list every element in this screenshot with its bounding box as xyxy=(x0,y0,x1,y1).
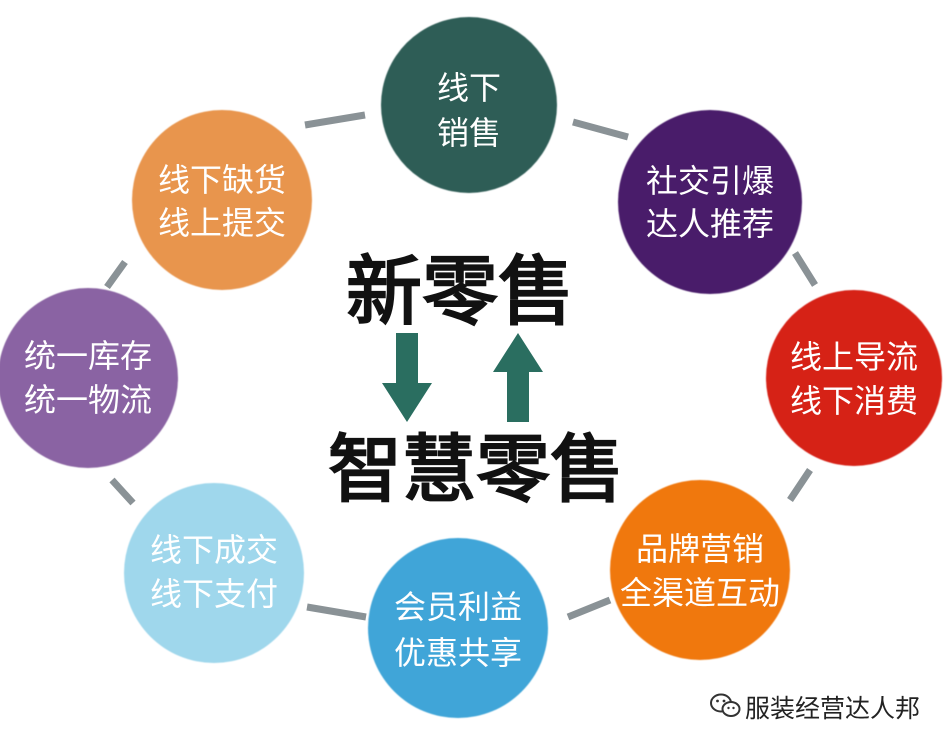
connectors xyxy=(104,111,818,621)
node-label-line1: 线下 xyxy=(437,69,501,107)
watermark: 服装经营达人邦 xyxy=(710,693,920,723)
node-label-line2: 全渠道互动 xyxy=(620,574,780,612)
node-online-guide: 线上导流 线下消费 xyxy=(766,290,942,466)
node-label-line2: 线下消费 xyxy=(790,382,918,420)
node-label-line1: 品牌营销 xyxy=(636,530,764,568)
watermark-text: 服装经营达人邦 xyxy=(745,694,920,723)
center-title-smart-retail: 智慧零售 xyxy=(328,427,624,513)
node-label-line1: 社交引爆 xyxy=(646,162,774,200)
connector-2 xyxy=(572,118,629,141)
node-circle xyxy=(132,110,312,290)
node-label-line1: 统一库存 xyxy=(24,337,152,375)
node-circle xyxy=(381,17,557,193)
node-label-line2: 销售 xyxy=(437,114,501,152)
node-label-line2: 统一物流 xyxy=(24,381,152,419)
connector-3 xyxy=(792,251,818,287)
node-label-line1: 线下缺货 xyxy=(158,161,286,199)
connector-4 xyxy=(787,468,813,502)
node-circle xyxy=(0,288,178,468)
node-brand-marketing: 品牌营销 全渠道互动 xyxy=(610,480,790,660)
node-unified: 统一库存 统一物流 xyxy=(0,288,178,468)
node-circle xyxy=(610,480,790,660)
node-label-line1: 会员利益 xyxy=(394,588,522,626)
node-label-line2: 优惠共享 xyxy=(394,634,522,672)
node-offline-deal: 线下成交 线下支付 xyxy=(124,483,304,663)
node-label-line2: 线下支付 xyxy=(150,575,278,613)
connector-1 xyxy=(304,111,366,129)
node-label-line2: 线上提交 xyxy=(158,204,286,242)
node-out-of-stock: 线下缺货 线上提交 xyxy=(132,110,312,290)
node-label-line2: 达人推荐 xyxy=(646,205,774,243)
center-title-new-retail: 新零售 xyxy=(346,247,574,336)
arrow-up-icon xyxy=(493,333,543,422)
node-label-line1: 线上导流 xyxy=(790,338,918,376)
wechat-icon xyxy=(710,693,741,717)
node-offline-sales: 线下 销售 xyxy=(381,17,557,193)
node-social: 社交引爆 达人推荐 xyxy=(618,110,802,294)
connector-5 xyxy=(566,596,612,621)
arrow-down-icon xyxy=(382,333,432,422)
node-label-line1: 线下成交 xyxy=(150,531,278,569)
connector-6 xyxy=(306,603,367,621)
node-circle xyxy=(766,290,942,466)
node-circle xyxy=(368,538,548,718)
connector-8 xyxy=(104,259,128,290)
node-circle xyxy=(618,110,802,294)
connector-7 xyxy=(109,477,136,506)
node-member-benefits: 会员利益 优惠共享 xyxy=(368,538,548,718)
node-circle xyxy=(124,483,304,663)
